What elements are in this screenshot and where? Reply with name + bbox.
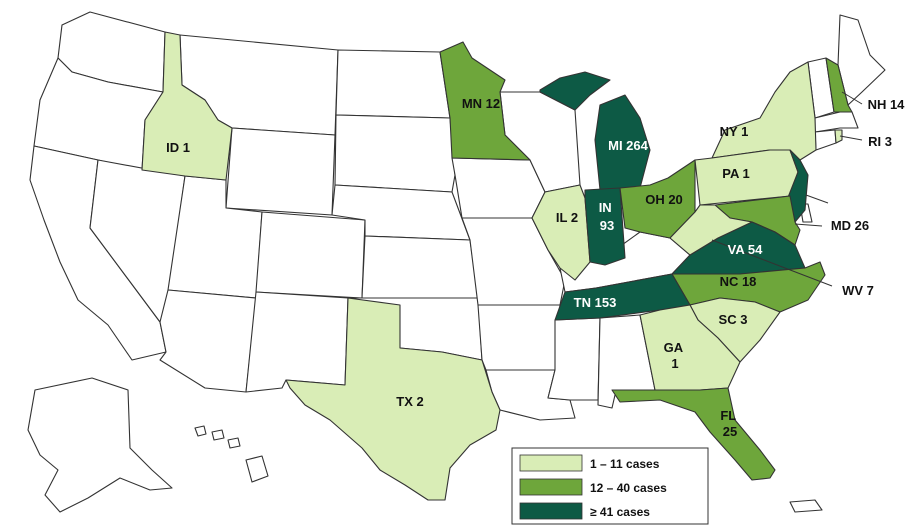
state-tx [285,297,501,501]
label-mi: MI 264 [608,138,649,153]
label-mn: MN 12 [462,96,500,111]
legend-item-mid: 12 – 40 cases [519,478,667,496]
label-pa: PA 1 [722,166,749,181]
state-nm [245,291,349,393]
state-co [255,211,366,299]
puerto-rico [789,499,823,513]
leader-nj [805,194,829,204]
hawaii-island-1 [194,425,207,437]
state-labels: ID 1 MN 12 MI 264 IL 2 IN 93 OH 20 NY 1 … [166,96,905,439]
label-ny: NY 1 [720,124,749,139]
state-mn [439,41,531,161]
label-va: VA 54 [728,242,763,257]
state-ia [451,157,546,219]
state-id [141,31,233,181]
base-states [27,11,886,513]
label-in: IN 93 [599,200,616,233]
label-nh: NH 14 [868,97,906,112]
state-il [531,184,591,281]
state-ak [27,377,173,513]
state-ct [814,129,837,151]
legend-swatch-mid [519,478,583,496]
legend-label-mid: 12 – 40 cases [590,481,667,495]
label-ga: GA 1 [664,340,687,371]
label-ri: RI 3 [868,134,892,149]
state-wy [225,127,336,216]
label-ga-line2: 1 [671,356,678,371]
state-ar [477,304,561,371]
legend-label-low: 1 – 11 cases [590,457,660,471]
state-mi [539,71,651,191]
state-ks [361,235,479,299]
legend-item-low: 1 – 11 cases [519,454,660,472]
label-fl: FL 25 [720,408,739,439]
label-in-line1: IN [599,200,612,215]
legend-item-high: ≥ 41 cases [519,502,650,520]
label-wv: WV 7 [842,283,874,298]
label-tn: TN 153 [574,295,617,310]
state-ny [711,61,817,161]
label-tx: TX 2 [396,394,423,409]
label-sc: SC 3 [719,312,748,327]
state-az [159,289,257,393]
label-fl-line2: 25 [723,424,737,439]
legend-swatch-low [519,454,583,472]
hawaii-island-3 [227,437,241,449]
hawaii-island-4 [245,455,269,483]
legend-swatch-high [519,502,583,520]
leader-wv [711,239,833,287]
label-nc: NC 18 [720,274,757,289]
colored-states [141,31,853,501]
state-wv [669,204,753,256]
label-nj: NJ 51 [835,201,870,216]
legend: 1 – 11 cases 12 – 40 cases ≥ 41 cases [511,447,709,525]
label-in-line2: 93 [600,218,614,233]
state-nd [335,49,451,119]
label-ga-line1: GA [664,340,684,355]
state-ms [547,317,601,401]
state-hi [194,425,269,483]
label-il: IL 2 [556,210,578,225]
leader-ri [839,135,863,141]
state-ri [834,129,843,144]
label-oh: OH 20 [645,192,683,207]
label-leaders [711,91,863,287]
label-fl-line1: FL [720,408,736,423]
label-md: MD 26 [831,218,869,233]
state-nh [825,57,853,113]
state-fl [611,387,776,481]
hawaii-island-2 [211,429,225,441]
leader-nh [841,91,863,105]
leader-md [794,223,823,227]
state-sd [334,114,456,193]
legend-label-high: ≥ 41 cases [590,505,650,519]
label-id: ID 1 [166,140,190,155]
